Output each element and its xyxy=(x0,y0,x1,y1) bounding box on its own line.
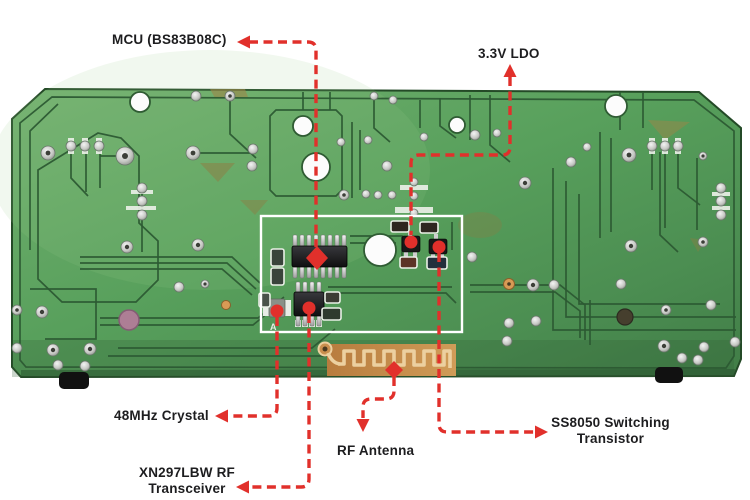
transceiver-label-line2: Transceiver xyxy=(148,481,226,496)
transceiver-label-line1: XN297LBW RF xyxy=(139,465,235,480)
mcu-callout-line xyxy=(249,40,318,247)
antenna-annotation xyxy=(356,361,403,432)
ldo-annotation xyxy=(404,64,517,249)
antenna-label-text: RF Antenna xyxy=(337,443,415,458)
antenna-callout-line xyxy=(361,377,396,418)
arrow-up-icon xyxy=(503,64,517,77)
transistor-label-line1: SS8050 Switching xyxy=(551,415,670,430)
ldo-callout-line xyxy=(409,77,512,235)
transceiver-marker-dot-icon xyxy=(302,301,316,315)
solder-pads xyxy=(11,90,741,372)
mcu-annotation xyxy=(237,35,328,270)
antenna-marker-diamond-icon xyxy=(385,361,403,379)
mounting-holes xyxy=(129,91,628,182)
transistor-annotation xyxy=(432,240,548,439)
transistor-label-line2: Transistor xyxy=(576,431,645,446)
mcu-label: MCU (BS83B08C) xyxy=(112,32,227,48)
crystal-callout-line xyxy=(229,317,279,418)
arrow-left-icon xyxy=(236,480,249,494)
crystal-annotation xyxy=(215,304,284,423)
arrow-right-icon xyxy=(535,425,548,439)
transistor-label: SS8050 Switching Transistor xyxy=(543,415,678,447)
arrow-left-icon xyxy=(237,35,250,49)
silkscreen-mark: A xyxy=(270,322,277,332)
button-posts xyxy=(59,367,683,389)
misc-pads xyxy=(118,278,634,331)
transceiver-callout-line xyxy=(250,314,311,489)
ldo-label-text: 3.3V LDO xyxy=(478,46,540,61)
ldo-label: 3.3V LDO xyxy=(478,46,540,62)
transceiver-label: XN297LBW RF Transceiver xyxy=(128,465,246,497)
crystal-marker-dot-icon xyxy=(270,304,284,318)
transceiver-annotation xyxy=(236,301,316,494)
pcb-board xyxy=(0,50,742,379)
ldo-marker-dot-icon xyxy=(404,235,418,249)
callout-box xyxy=(259,214,464,334)
crystal-label: 48MHz Crystal xyxy=(114,408,209,424)
transistor-marker-dot-icon xyxy=(432,240,446,254)
antenna-label: RF Antenna xyxy=(337,443,414,459)
mcu-marker-diamond-icon xyxy=(306,246,328,270)
transistor-callout-line xyxy=(437,253,534,434)
crystal-label-text: 48MHz Crystal xyxy=(114,408,209,423)
mcu-label-text: MCU (BS83B08C) xyxy=(112,32,227,47)
arrow-down-icon xyxy=(356,419,370,432)
arrow-left-icon xyxy=(215,409,228,423)
mounting-hole-center xyxy=(363,233,397,267)
passive-components xyxy=(258,220,448,321)
